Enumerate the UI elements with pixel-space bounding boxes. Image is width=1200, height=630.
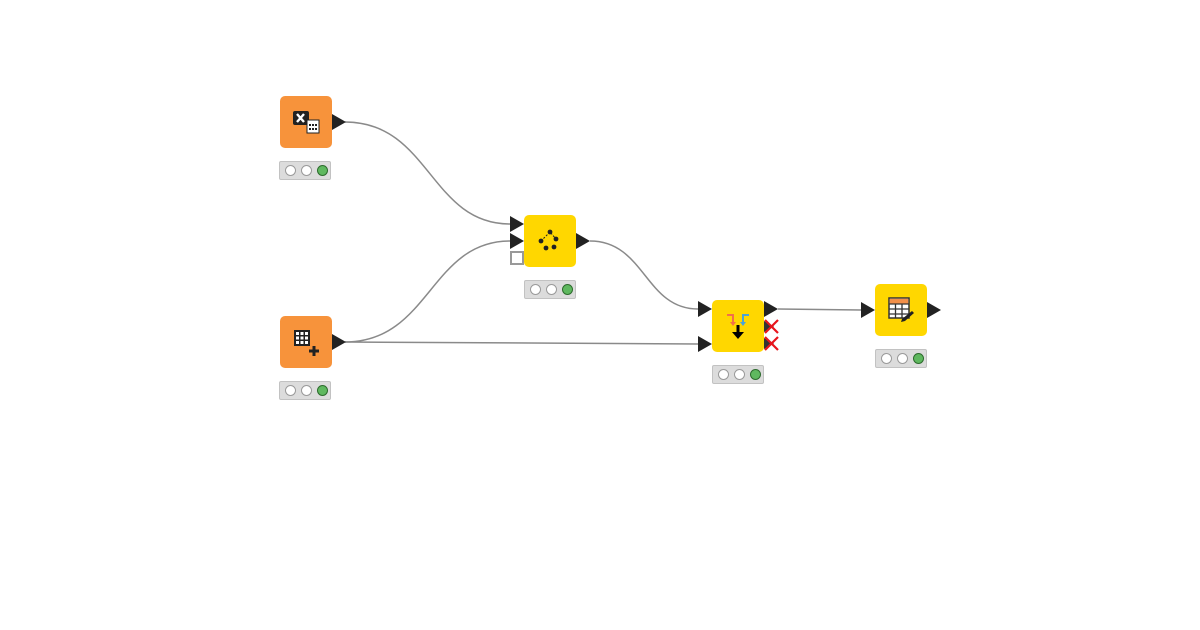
- excel-table-icon: [293, 111, 320, 134]
- status-led-yellow: [897, 353, 908, 364]
- scatter-dots-icon: [538, 229, 559, 251]
- connection-table-to-scatter[interactable]: [344, 240, 511, 343]
- status-led-red: [285, 165, 296, 176]
- status-led-yellow: [734, 369, 745, 380]
- node-scatter[interactable]: [524, 215, 576, 267]
- table-edit-icon: [888, 297, 914, 322]
- connection-table-to-joiner[interactable]: [344, 341, 699, 345]
- status-led-green: [562, 284, 573, 295]
- connection-excel-to-scatter[interactable]: [344, 121, 511, 225]
- input-port-2[interactable]: [510, 233, 524, 249]
- status-led-green: [750, 369, 761, 380]
- inactive-output-port-2[interactable]: [763, 318, 780, 335]
- status-led-green: [317, 165, 328, 176]
- status-led-yellow: [301, 165, 312, 176]
- inactive-output-port-3[interactable]: [763, 335, 780, 352]
- output-port[interactable]: [332, 114, 346, 130]
- status-led-yellow: [546, 284, 557, 295]
- node-table-editor[interactable]: [875, 284, 927, 336]
- status-led-red: [881, 353, 892, 364]
- output-port-1[interactable]: [764, 301, 778, 317]
- status-traffic-light: [524, 280, 576, 299]
- status-led-yellow: [301, 385, 312, 396]
- input-port[interactable]: [861, 302, 875, 318]
- input-port-2[interactable]: [698, 336, 712, 352]
- table-add-icon: [294, 330, 319, 356]
- status-led-green: [913, 353, 924, 364]
- connection-scatter-to-joiner[interactable]: [589, 240, 699, 310]
- status-led-green: [317, 385, 328, 396]
- status-traffic-light: [279, 381, 331, 400]
- status-led-red: [285, 385, 296, 396]
- merge-arrows-icon: [727, 314, 749, 339]
- status-traffic-light: [279, 161, 331, 180]
- node-excel-reader[interactable]: [280, 96, 332, 148]
- status-traffic-light: [712, 365, 764, 384]
- output-port[interactable]: [576, 233, 590, 249]
- connection-joiner-to-editor[interactable]: [777, 308, 862, 311]
- node-table-creator[interactable]: [280, 316, 332, 368]
- output-port[interactable]: [927, 302, 941, 318]
- node-joiner[interactable]: [712, 300, 764, 352]
- status-led-red: [718, 369, 729, 380]
- variable-port[interactable]: [510, 251, 524, 265]
- status-traffic-light: [875, 349, 927, 368]
- output-port[interactable]: [332, 334, 346, 350]
- input-port-1[interactable]: [698, 301, 712, 317]
- status-led-red: [530, 284, 541, 295]
- input-port-1[interactable]: [510, 216, 524, 232]
